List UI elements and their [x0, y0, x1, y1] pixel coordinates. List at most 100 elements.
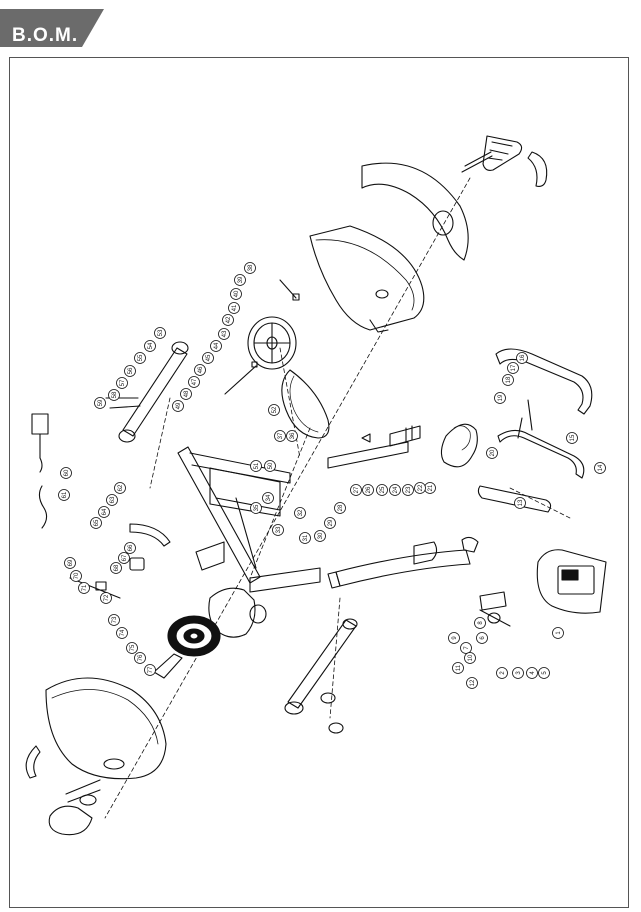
callout-label: 9	[452, 636, 458, 640]
callout-70: 70	[70, 570, 82, 582]
callout-67: 67	[118, 552, 130, 564]
callout-label: 8	[478, 621, 484, 625]
callout-13: 13	[514, 497, 526, 509]
sensor-wire	[38, 485, 48, 529]
callout-circle	[452, 662, 464, 674]
callout-75: 75	[126, 642, 138, 654]
left-pedal-strap	[25, 745, 41, 779]
callout-circle	[94, 397, 106, 409]
shroud-tab	[369, 319, 389, 333]
exploded-parts-diagram: 1234567891011121314151617181920212223242…	[25, 135, 607, 836]
callout-circle	[90, 517, 102, 529]
callout-68: 68	[110, 562, 122, 574]
tension-knob-assembly	[479, 591, 511, 627]
callout-label: 65	[94, 519, 100, 526]
callout-circle	[474, 617, 486, 629]
pulley-wheel	[247, 316, 297, 370]
callout-76: 76	[134, 652, 146, 664]
callout-label: 13	[518, 499, 524, 506]
callout-64: 64	[98, 506, 110, 518]
callout-55: 55	[134, 352, 146, 364]
callout-label: 17	[511, 364, 517, 371]
callout-11: 11	[452, 662, 464, 674]
callout-circle	[334, 502, 346, 514]
callout-label: 66	[128, 544, 134, 551]
callout-label: 43	[222, 330, 228, 337]
callout-57: 57	[116, 377, 128, 389]
callout-circle	[144, 340, 156, 352]
callout-61: 61	[58, 489, 70, 501]
seat-knob	[461, 536, 479, 553]
callout-8: 8	[474, 617, 486, 629]
callout-circle	[134, 352, 146, 364]
callout-label: 63	[110, 496, 116, 503]
callout-label: 61	[62, 491, 68, 498]
callout-3: 3	[512, 667, 524, 679]
ac-adapter	[31, 413, 49, 473]
callout-65: 65	[90, 517, 102, 529]
callout-label: 38	[248, 264, 254, 271]
callout-circle	[362, 484, 374, 496]
callout-label: 5	[542, 671, 548, 675]
callout-52: 52	[268, 404, 280, 416]
callout-circle	[324, 517, 336, 529]
callout-circle	[244, 262, 256, 274]
bom-header-tab: B.O.M.	[0, 9, 104, 47]
callout-label: 18	[506, 376, 512, 383]
callout-36: 36	[286, 430, 298, 442]
callout-label: 75	[130, 644, 136, 651]
callout-circle	[502, 374, 514, 386]
right-side-shroud	[309, 225, 425, 331]
callout-circle	[116, 377, 128, 389]
assembly-axis-lines	[104, 177, 571, 819]
callout-label: 24	[393, 486, 399, 493]
callout-label: 33	[276, 526, 282, 533]
drive-belt	[281, 369, 330, 439]
callout-62: 62	[114, 482, 126, 494]
callout-label: 20	[490, 449, 496, 456]
callout-circle	[210, 340, 222, 352]
page-title: B.O.M.	[12, 25, 79, 46]
callout-50: 50	[264, 460, 276, 472]
callout-24: 24	[389, 484, 401, 496]
callout-circle	[154, 327, 166, 339]
callout-label: 4	[530, 671, 536, 675]
callout-circle	[202, 352, 214, 364]
callout-circle	[314, 530, 326, 542]
callout-35: 35	[250, 502, 262, 514]
header-tab-shape	[0, 9, 104, 47]
callout-label: 22	[418, 484, 424, 491]
callout-label: 29	[328, 519, 334, 526]
callout-circle	[60, 467, 72, 479]
callout-circle	[124, 365, 136, 377]
callout-label: 26	[366, 486, 372, 493]
housing-bearing	[249, 604, 267, 624]
callout-label: 28	[338, 504, 344, 511]
callout-label: 68	[114, 564, 120, 571]
callout-label: 64	[102, 508, 108, 515]
right-crank-cover	[361, 162, 469, 261]
callout-circle	[228, 302, 240, 314]
callout-22: 22	[414, 482, 426, 494]
callout-label: 6	[480, 636, 486, 640]
callout-circle	[496, 667, 508, 679]
flywheel	[167, 615, 221, 657]
callout-label: 69	[68, 559, 74, 566]
callout-45: 45	[202, 352, 214, 364]
callout-71: 71	[78, 582, 90, 594]
callout-circle	[286, 430, 298, 442]
callout-label: 62	[118, 484, 124, 491]
callout-label: 40	[234, 290, 240, 297]
callout-circle	[294, 507, 306, 519]
callout-56: 56	[124, 365, 136, 377]
callout-circle	[272, 524, 284, 536]
callout-66: 66	[124, 542, 136, 554]
callout-circle	[126, 642, 138, 654]
callout-1: 1	[552, 627, 564, 639]
callout-69: 69	[64, 557, 76, 569]
magnet-bracket	[195, 541, 225, 571]
callout-label: 48	[184, 390, 190, 397]
callout-37: 37	[274, 430, 286, 442]
cover-bottom-hole	[103, 758, 125, 770]
